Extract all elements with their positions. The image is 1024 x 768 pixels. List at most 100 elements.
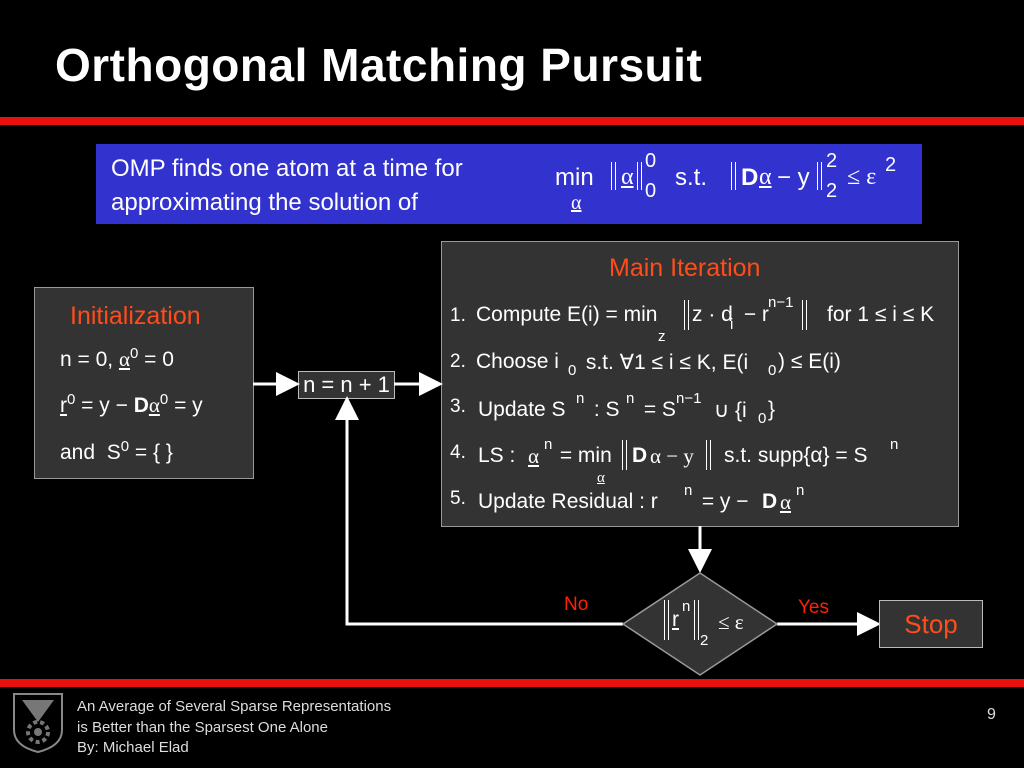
step-1-text: Compute E(i) = min xyxy=(476,303,658,326)
step-3-rest2: = S xyxy=(638,398,676,421)
init-line-1-start: n = 0, xyxy=(60,348,119,371)
step-3-sup: n xyxy=(576,390,585,407)
step-4: 4. LS : α n = min α D α − y s.t. supp{α}… xyxy=(450,436,955,486)
step-5-number: 5. xyxy=(450,488,466,509)
formula-norm2 xyxy=(731,162,736,194)
init-line-3: and S0 = { } xyxy=(60,438,173,465)
no-label: No xyxy=(564,594,589,615)
step-4-tail: s.t. supp{α} = S xyxy=(724,444,868,467)
step-1: 1. Compute E(i) = min z z · d i − r n−1 … xyxy=(450,294,955,348)
step-3-tail-sub: 0 xyxy=(758,410,767,427)
decision-diamond xyxy=(621,572,779,676)
page-number: 9 xyxy=(987,706,996,723)
formula-min-sub: α xyxy=(571,192,582,214)
step-2-rest-sub: 0 xyxy=(768,362,777,379)
step-4-text: LS : xyxy=(478,444,522,467)
formula-D: D xyxy=(741,164,759,191)
init-line-3-sup: 0 xyxy=(120,438,130,455)
init-line-1: n = 0, α0 = 0 xyxy=(60,345,174,372)
slide-title: Orthogonal Matching Pursuit xyxy=(55,39,703,91)
step-3-rest: : S xyxy=(588,398,620,421)
step-4-sup: n xyxy=(544,436,553,453)
step-4-rest2: α − y xyxy=(650,444,694,468)
omp-formula: min α α 0 0 s.t. D α − y 2 2 ≤ ε 2 xyxy=(555,150,915,222)
bottom-divider xyxy=(0,679,1024,687)
step-1-number: 1. xyxy=(450,305,466,326)
initialization-box xyxy=(34,287,254,479)
init-line-2-sup: 0 xyxy=(67,391,76,408)
formula-norm-close xyxy=(637,162,642,194)
formula-sub0: 0 xyxy=(645,180,657,202)
increment-box: n = n + 1 xyxy=(298,371,395,399)
step-5: 5. Update Residual : r n = y − D α n xyxy=(450,482,955,524)
yes-label: Yes xyxy=(798,597,829,618)
step-4-sub: α xyxy=(597,470,605,486)
init-line-1-end: = 0 xyxy=(138,348,174,371)
formula-le-eps: ≤ ε xyxy=(847,164,877,190)
formula-norm2-close xyxy=(817,162,822,194)
step-5-sup: n xyxy=(684,482,693,499)
formula-norm xyxy=(611,162,616,194)
step-3: 3. Update S n : S n = S n−1 ∪ {i 0 } xyxy=(450,390,955,434)
step-4-tail-sup: n xyxy=(890,436,899,453)
step-5-rest2-sup: n xyxy=(796,482,805,499)
init-line-2-alpha: α xyxy=(148,393,160,417)
step-3-tail-end: } xyxy=(768,398,776,421)
step-3-rest-sup: n xyxy=(626,390,635,407)
initialization-title: Initialization xyxy=(70,302,201,330)
step-2-rest: s.t. ∀1 ≤ i ≤ K, E(i xyxy=(580,351,749,374)
decision-sub: 2 xyxy=(700,632,709,649)
decision-sup: n xyxy=(682,598,691,615)
omp-definition-box xyxy=(96,144,922,224)
formula-st: s.t. xyxy=(675,164,708,191)
decision-condition: r n 2 ≤ ε xyxy=(660,598,760,652)
decision-norm-open xyxy=(664,600,669,644)
step-5-rest: = y − xyxy=(696,490,755,513)
decision-norm-close xyxy=(694,600,699,644)
step-4-rest: = min xyxy=(554,444,612,467)
footer-text: An Average of Several Sparse Representat… xyxy=(77,698,392,756)
init-line-3-end: = { } xyxy=(129,441,173,464)
init-line-1-alpha: α xyxy=(118,347,130,371)
step-4-norm-close xyxy=(706,440,711,474)
init-line-3-start: and S xyxy=(60,441,121,464)
formula-alpha: α xyxy=(621,164,634,190)
step-3-rest2-sup: n−1 xyxy=(676,390,702,407)
main-iteration-title: Main Iteration xyxy=(609,254,761,282)
step-1-rest: z · d xyxy=(692,303,733,326)
formula-sub2: 2 xyxy=(826,180,838,202)
step-1-rest-sub: i xyxy=(730,316,734,333)
formula-sup2: 2 xyxy=(826,150,838,172)
step-1-norm-close xyxy=(802,300,807,334)
step-1-sub: z xyxy=(658,328,666,345)
decision-le-eps: ≤ ε xyxy=(718,610,744,634)
formula-minus-y: − y xyxy=(777,164,810,191)
init-line-1-sup: 0 xyxy=(129,345,139,362)
step-4-norm-open xyxy=(622,440,627,474)
top-divider xyxy=(0,117,1024,125)
omp-description: OMP finds one atom at a time for approxi… xyxy=(111,155,463,216)
arrow-decision-no-loop xyxy=(335,396,623,626)
step-5-rest2: α xyxy=(780,490,792,514)
main-iteration-box xyxy=(441,241,959,527)
step-2-tail: ) ≤ E(i) xyxy=(778,350,841,373)
step-4-alpha: α xyxy=(528,444,540,468)
step-2-text: Choose i xyxy=(476,350,559,373)
step-4-D: D xyxy=(632,444,648,467)
step-5-text: Update Residual : r xyxy=(478,490,658,513)
step-3-text: Update S xyxy=(478,398,566,421)
formula-sup0: 0 xyxy=(645,150,657,172)
step-4-number: 4. xyxy=(450,442,466,463)
init-line-2-mid: = y − xyxy=(75,394,134,417)
step-3-tail: ∪ {i xyxy=(708,399,747,422)
step-2-sub: 0 xyxy=(568,362,577,379)
formula-eps-sup: 2 xyxy=(885,154,897,176)
formula-alpha2: α xyxy=(759,164,772,190)
init-line-2-r: r xyxy=(60,394,67,417)
stop-box: Stop xyxy=(879,600,983,648)
step-5-D: D xyxy=(762,490,778,513)
technion-logo-icon xyxy=(13,693,63,754)
init-line-2-sup2: 0 xyxy=(159,391,169,408)
step-2: 2. Choose i 0 s.t. ∀1 ≤ i ≤ K, E(i 0 ) ≤… xyxy=(450,348,955,388)
